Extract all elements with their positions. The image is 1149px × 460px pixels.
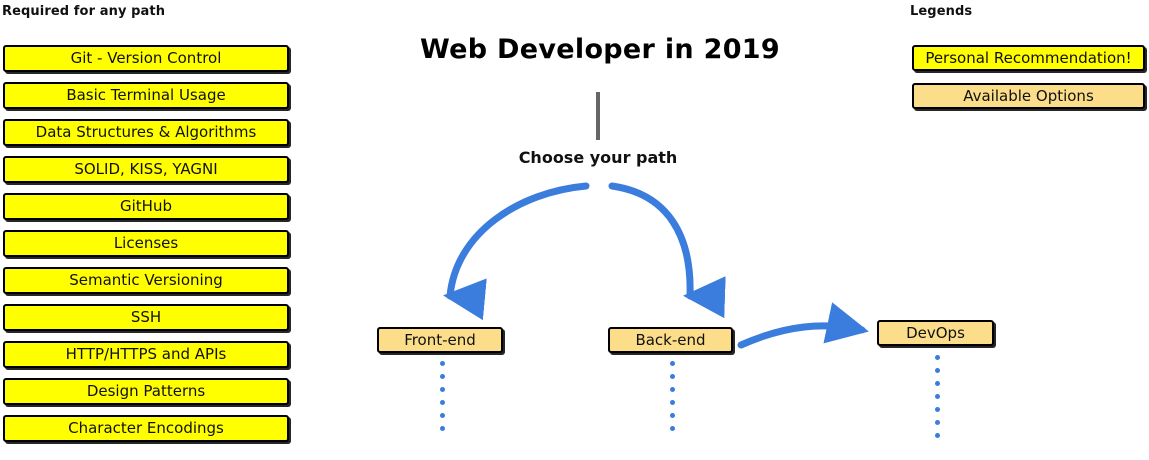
path-dot xyxy=(670,361,675,366)
path-dot xyxy=(670,426,675,431)
path-dot xyxy=(935,355,940,360)
path-dot xyxy=(670,387,675,392)
required-item[interactable]: Licenses xyxy=(3,230,289,257)
path-dot xyxy=(935,420,940,425)
legend-item: Available Options xyxy=(912,83,1145,109)
path-dot xyxy=(935,381,940,386)
path-dot xyxy=(935,368,940,373)
choose-path-label: Choose your path xyxy=(518,148,678,167)
path-dot xyxy=(440,413,445,418)
required-item[interactable]: Semantic Versioning xyxy=(3,267,289,294)
path-dot xyxy=(670,374,675,379)
page-title: Web Developer in 2019 xyxy=(420,34,780,65)
required-item-label: SSH xyxy=(130,308,162,326)
required-item[interactable]: Design Patterns xyxy=(3,378,289,405)
path-box-devops[interactable]: DevOps xyxy=(877,320,994,346)
path-box-label: Back-end xyxy=(635,330,706,349)
required-item-label: Basic Terminal Usage xyxy=(66,86,226,104)
path-box-front-end[interactable]: Front-end xyxy=(377,327,503,353)
required-item-label: Design Patterns xyxy=(86,382,206,400)
legend-item: Personal Recommendation! xyxy=(912,45,1145,71)
path-dot xyxy=(935,394,940,399)
required-item-label: Data Structures & Algorithms xyxy=(35,123,257,141)
required-section-header: Required for any path xyxy=(2,4,166,19)
path-dot xyxy=(440,400,445,405)
path-dot xyxy=(440,426,445,431)
path-dot xyxy=(670,413,675,418)
path-box-label: DevOps xyxy=(906,323,965,342)
required-item-label: Character Encodings xyxy=(68,419,224,437)
required-item[interactable]: HTTP/HTTPS and APIs xyxy=(3,341,289,368)
required-item[interactable]: Basic Terminal Usage xyxy=(3,82,289,109)
legend-item-label: Available Options xyxy=(963,86,1094,105)
required-item-label: HTTP/HTTPS and APIs xyxy=(65,345,227,363)
path-dot xyxy=(935,407,940,412)
path-box-back-end[interactable]: Back-end xyxy=(608,327,733,353)
required-item[interactable]: SOLID, KISS, YAGNI xyxy=(3,156,289,183)
required-item-label: Semantic Versioning xyxy=(69,271,223,289)
required-item-label: SOLID, KISS, YAGNI xyxy=(74,160,218,178)
path-dot xyxy=(935,433,940,438)
required-item[interactable]: SSH xyxy=(3,304,289,331)
legends-section-header: Legends xyxy=(910,4,973,19)
required-item[interactable]: Character Encodings xyxy=(3,415,289,442)
branch-arrow-frontend xyxy=(443,182,590,321)
required-item-label: GitHub xyxy=(120,197,172,215)
legend-item-label: Personal Recommendation! xyxy=(925,48,1132,67)
path-dot xyxy=(440,374,445,379)
path-box-label: Front-end xyxy=(404,330,476,349)
path-dot xyxy=(440,361,445,366)
required-item[interactable]: GitHub xyxy=(3,193,289,220)
path-dot xyxy=(670,400,675,405)
required-item[interactable]: Data Structures & Algorithms xyxy=(3,119,289,146)
path-dot xyxy=(440,387,445,392)
branch-arrow-devops xyxy=(737,302,869,349)
required-item-label: Licenses xyxy=(113,234,179,252)
required-item-label: Git - Version Control xyxy=(70,49,222,67)
branch-arrow-backend xyxy=(608,182,726,319)
required-item[interactable]: Git - Version Control xyxy=(3,45,289,72)
